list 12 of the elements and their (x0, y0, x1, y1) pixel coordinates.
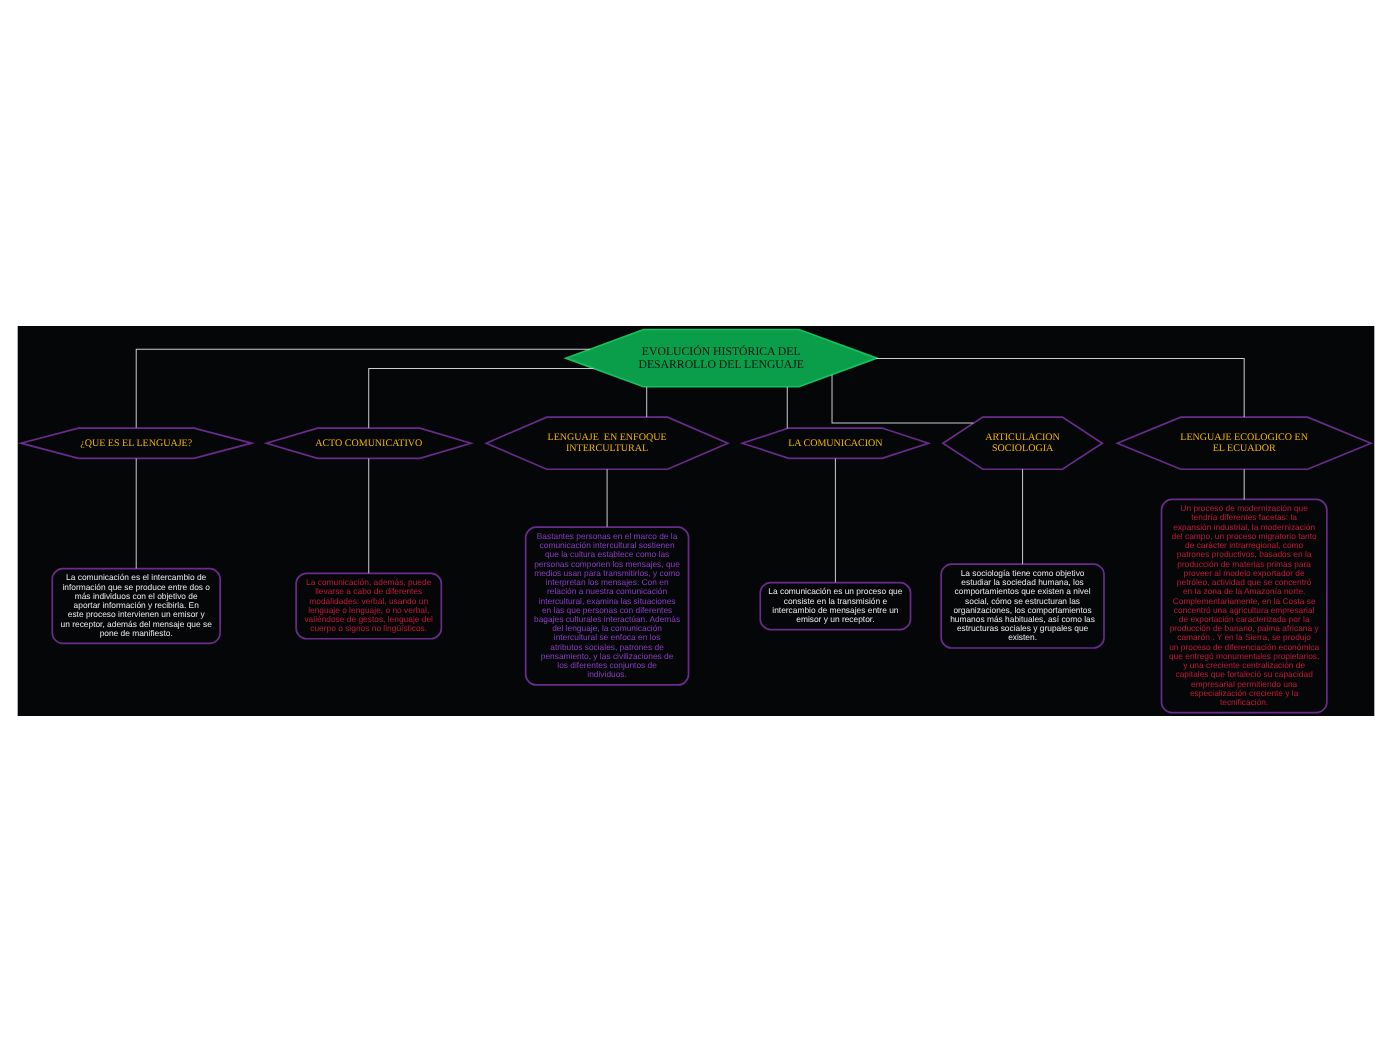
connector (135, 457, 137, 568)
connector (786, 385, 788, 428)
connector (1243, 467, 1245, 499)
connector (875, 356, 1245, 417)
connector (831, 373, 974, 423)
connector (368, 457, 370, 573)
connector (1022, 467, 1024, 564)
connector (135, 347, 591, 428)
connector (368, 367, 595, 428)
connector (606, 467, 608, 527)
connector (646, 385, 648, 417)
connector (834, 457, 836, 582)
